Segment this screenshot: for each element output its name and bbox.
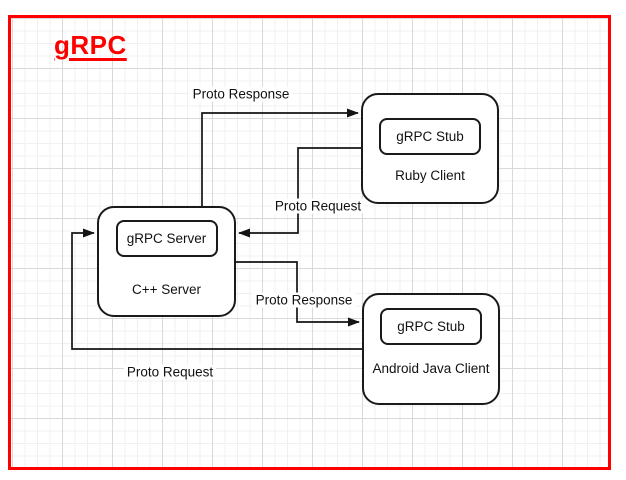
node-ruby-client: gRPC Stub Ruby Client: [361, 93, 499, 204]
node-cpp-server-label: C++ Server: [131, 282, 202, 297]
grpc-stub-box-ruby: gRPC Stub: [379, 118, 481, 155]
grpc-server-box-label: gRPC Server: [126, 231, 207, 246]
node-cpp-server: gRPC Server C++ Server: [97, 206, 236, 317]
node-android-java-client: gRPC Stub Android Java Client: [362, 293, 500, 405]
node-android-java-client-label: Android Java Client: [372, 361, 490, 376]
edge-label-proto-request-bottom: Proto Request: [123, 364, 217, 380]
grpc-server-box: gRPC Server: [115, 220, 218, 257]
edge-label-proto-response-top: Proto Response: [189, 86, 293, 102]
edge-label-proto-response-bottom: Proto Response: [252, 292, 356, 308]
edge-label-proto-request-middle: Proto Request: [271, 198, 365, 214]
diagram-title: gRPC: [54, 30, 127, 60]
grpc-stub-box-android: gRPC Stub: [380, 308, 482, 345]
grpc-stub-box-android-label: gRPC Stub: [397, 319, 465, 334]
grpc-stub-box-ruby-label: gRPC Stub: [396, 129, 464, 144]
node-ruby-client-label: Ruby Client: [395, 168, 465, 183]
